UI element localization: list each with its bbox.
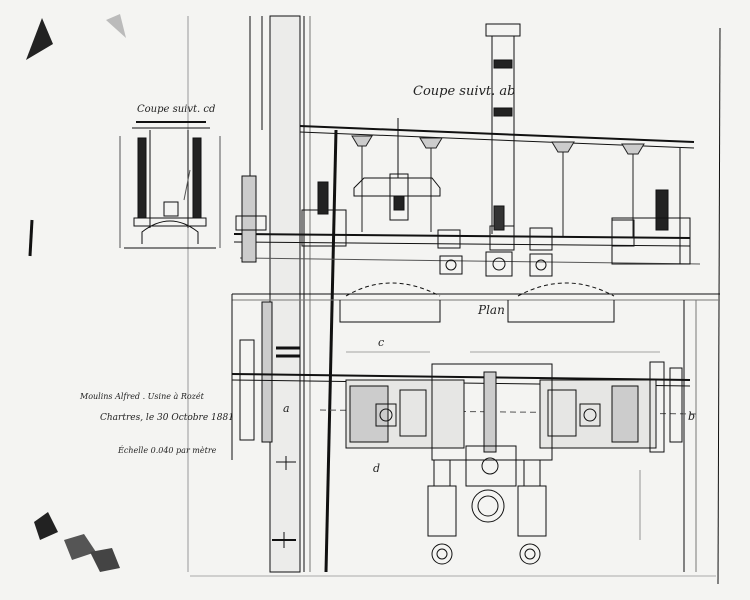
note-line-1: Moulins Alfred . Usine à Rozét xyxy=(80,392,204,401)
torn-corner-bottom-left xyxy=(34,512,58,540)
letter-d: d xyxy=(373,462,381,475)
crack-line xyxy=(324,129,338,573)
note-line-2: Chartres, le 30 Octobre 1881 xyxy=(100,413,234,423)
plan-title: Plan xyxy=(478,303,505,317)
section-ab-title: Coupe suivt. ab xyxy=(413,84,516,99)
letter-a: a xyxy=(283,402,290,415)
left-mark xyxy=(28,219,34,257)
torn-corner-top-left xyxy=(26,18,53,60)
section-cd-title: Coupe suivt. cd xyxy=(137,104,216,115)
section-ab-drawing xyxy=(233,23,701,277)
section-cd-drawing xyxy=(119,121,221,249)
plan-drawing xyxy=(231,282,720,572)
note-line-3: Échelle 0.040 par mètre xyxy=(118,446,217,455)
torn-fragment xyxy=(64,534,96,560)
letter-b: b xyxy=(688,410,696,423)
torn-corner-top xyxy=(106,14,126,38)
torn-fragment-2 xyxy=(90,548,120,572)
letter-c: c xyxy=(378,336,385,349)
sheet-right-edge xyxy=(717,27,721,585)
